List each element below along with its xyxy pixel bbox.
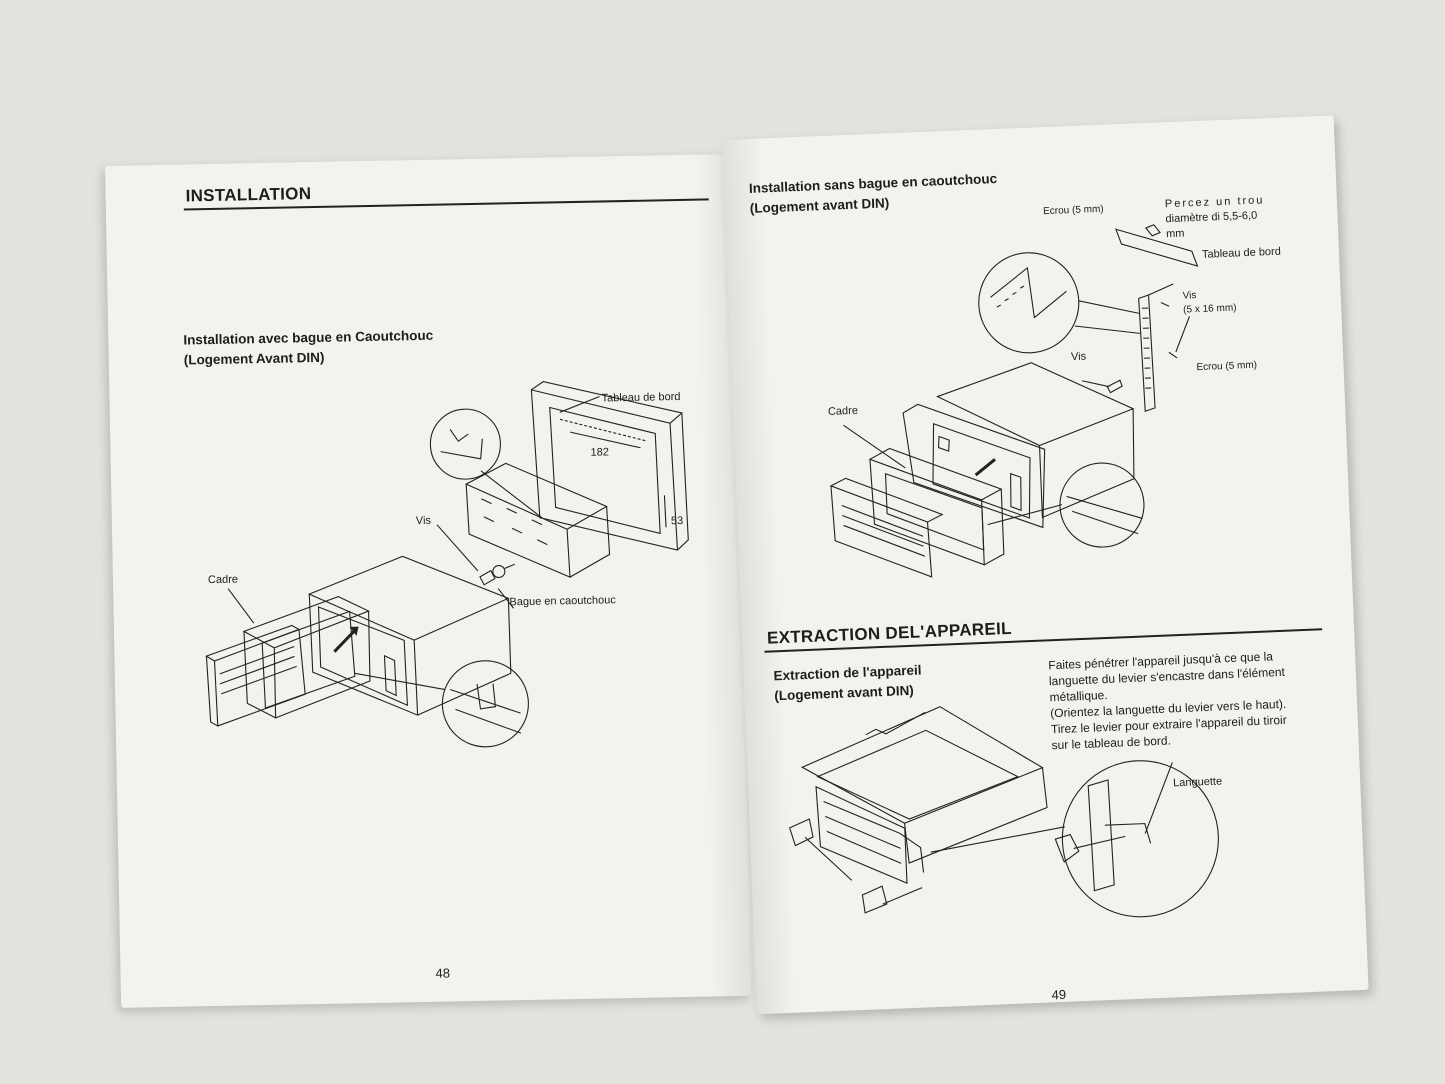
left-page: INSTALLATION Installation avec bague en …: [105, 153, 752, 1008]
label-languette: Languette: [1172, 775, 1223, 790]
label-vis-size: (5 x 16 mm): [1182, 302, 1237, 316]
label-bague: Bague en caoutchouc: [509, 594, 616, 609]
dim-width: 182: [590, 446, 610, 459]
label-tableau: Tableau de bord: [601, 390, 681, 405]
page-number-left: 48: [435, 965, 451, 981]
extraction-text: Faites pénétrer l'appareil jusqu'à ce qu…: [1048, 646, 1342, 754]
label-percez-3: mm: [1165, 227, 1185, 241]
label-vis: Vis: [415, 514, 432, 528]
label-ecrou-bottom: Ecrou (5 mm): [1196, 359, 1258, 374]
label-vis-right: Vis: [1182, 290, 1197, 302]
label-vis-left: Vis: [1070, 350, 1087, 364]
label-ecrou-top: Ecrou (5 mm): [1042, 203, 1104, 218]
page-number-right: 49: [1051, 986, 1067, 1003]
installation-diagram: [105, 154, 751, 1008]
installation-sans-bague-diagram: [722, 115, 1369, 1014]
label-cadre-right: Cadre: [827, 404, 859, 418]
label-cadre: Cadre: [207, 573, 239, 587]
right-page: Installation sans bague en caoutchouc (L…: [722, 115, 1369, 1015]
dim-height: 53: [670, 514, 684, 528]
